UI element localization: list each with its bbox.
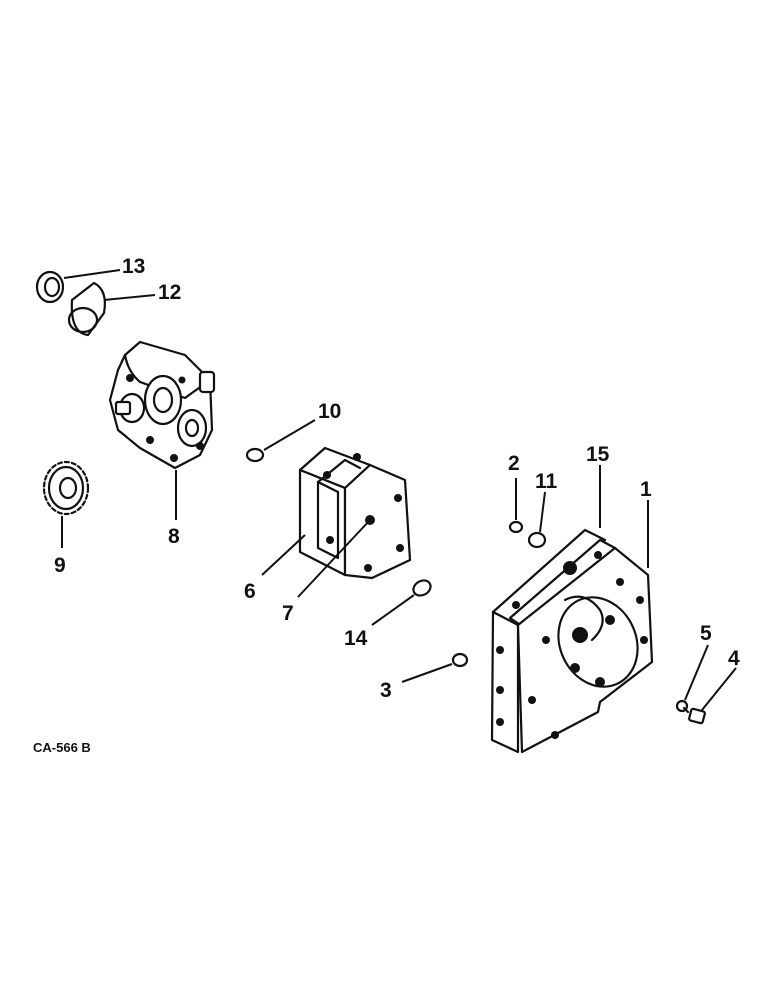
- figure-code: CA-566 B: [33, 740, 91, 755]
- callout-3: 3: [380, 679, 392, 702]
- leader-11: [539, 491, 546, 533]
- leader-6: [261, 534, 306, 576]
- part-9-gear: [42, 460, 90, 516]
- callout-8: 8: [168, 525, 180, 548]
- callout-2: 2: [508, 452, 520, 475]
- part-2-plug: [508, 520, 524, 534]
- part-13-nut: [35, 270, 65, 304]
- leader-10: [263, 419, 316, 451]
- callout-15: 15: [586, 443, 610, 466]
- leader-12: [103, 294, 156, 301]
- part-10-o-ring: [245, 447, 265, 463]
- callout-7: 7: [282, 602, 294, 625]
- callout-11: 11: [535, 470, 558, 493]
- leader-3: [401, 663, 453, 683]
- leader-14: [371, 594, 415, 626]
- callout-14: 14: [344, 627, 368, 650]
- callout-13: 13: [122, 255, 145, 278]
- part-14-o-ring: [412, 579, 432, 597]
- part-6-adapter-block: [298, 446, 412, 580]
- leader-4: [701, 667, 737, 711]
- part-11-o-ring: [527, 531, 547, 549]
- leader-13: [63, 269, 121, 279]
- callout-12: 12: [158, 281, 181, 304]
- part-4-cap-screw: [682, 706, 706, 725]
- callout-1: 1: [640, 478, 652, 501]
- callout-9: 9: [54, 554, 66, 577]
- part-8-pump: [108, 340, 216, 470]
- callout-5: 5: [700, 622, 712, 645]
- part-3-plug: [451, 652, 469, 668]
- leader-7: [297, 519, 371, 598]
- callout-6: 6: [244, 580, 256, 603]
- leader-5: [684, 644, 709, 701]
- callout-4: 4: [728, 647, 740, 670]
- part-12-sleeve: [67, 281, 106, 337]
- callout-10: 10: [318, 400, 341, 423]
- part-1-housing-plate: [490, 528, 654, 754]
